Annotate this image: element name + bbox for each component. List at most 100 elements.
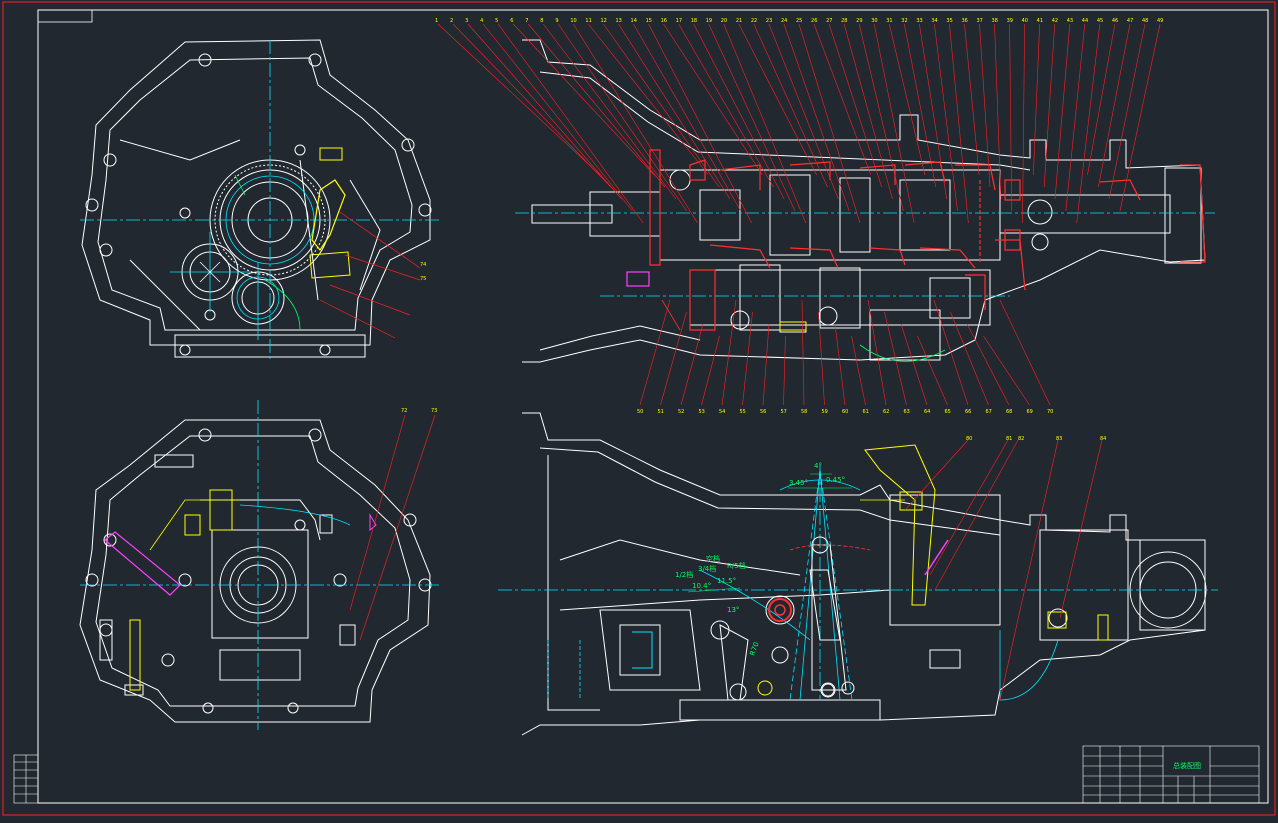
part-label-top: 45 [1097,18,1103,24]
leader-line-top [482,23,633,212]
part-label-bottom: 56 [760,409,766,415]
part-label-top: 22 [751,18,757,24]
part-label-bottom: 61 [863,409,869,415]
part-label-top: 39 [1007,18,1013,24]
part-label-top: 13 [616,18,622,24]
part-label-bottom: 52 [678,409,684,415]
part-label-bottom: 66 [965,409,971,415]
part-label-top: 37 [977,18,983,24]
part-label-top: 5 [495,18,498,24]
leader-line-top [738,23,817,176]
leader-line-top [919,23,947,200]
leader-line-top [437,23,601,176]
dim-gear-neutral: 空档 [706,554,720,563]
front-view-highlights [214,147,351,331]
section-view-centerlines [515,212,1215,297]
leader-line-bottom [900,323,928,406]
leader-line-bottom [917,335,948,406]
leader-line-top [467,23,622,200]
leader-line-top [949,23,969,224]
leader-line-top [1087,23,1116,176]
leader-line-top [813,23,872,176]
leader-line-bottom [783,335,786,406]
part-label-top: 2 [450,18,453,24]
part-label-top: 49 [1157,18,1163,24]
leader-line-top [452,23,612,188]
leader-line-top [528,23,666,188]
leader-line-bottom [933,299,969,406]
part-label-top: 10 [570,18,576,24]
part-label-top: 32 [901,18,907,24]
part-label-top: 3 [465,18,468,24]
leader-line-top [903,23,937,188]
part-label-top: 43 [1067,18,1073,24]
dim-angle-b: 11.5° [717,577,736,585]
part-label-top: 18 [691,18,697,24]
part-label-bottom: 53 [699,409,705,415]
leader-line-top [543,23,677,200]
part-label-side-view: 80 [966,436,972,442]
leader-line-top [648,23,752,224]
leader-line-bottom [701,335,720,406]
part-label-top: 40 [1022,18,1028,24]
part-label-bottom: 55 [740,409,746,415]
dim-gear-12: 1/2档 [675,570,693,579]
leader-line-bottom [742,311,753,406]
leader-line-bottom [867,299,887,406]
leader-line-top [588,23,709,176]
part-label-bottom: 58 [801,409,807,415]
part-label-73: 73 [431,408,437,414]
leader-line-top [768,23,839,200]
part-label-top: 25 [796,18,802,24]
rear-view-highlights [104,489,377,691]
section-view-top-leaders [437,23,1161,224]
part-label-top: 36 [961,18,967,24]
rear-view-centerlines [80,400,440,730]
part-label-top: 7 [525,18,528,24]
leader-line-top [708,23,796,212]
part-label-top: 16 [661,18,667,24]
part-label-bottom: 63 [904,409,910,415]
section-view-housing [522,39,1206,363]
part-label-bottom: 69 [1027,409,1033,415]
part-label-top: 15 [646,18,652,24]
leader-line-top [783,23,850,212]
side-view-centerlines [498,465,1218,701]
part-label-top: 29 [856,18,862,24]
dim-gear-r5: R/5档 [727,561,746,570]
leader-line-top [888,23,926,176]
leader-line-top [723,23,807,224]
part-label-top: 27 [826,18,832,24]
part-label-top: 33 [916,18,922,24]
leader-line-top [663,23,763,176]
dimension-lines [687,473,852,593]
leader-line-top [573,23,698,224]
part-label-side-view: 82 [1018,436,1024,442]
part-label-top: 42 [1052,18,1058,24]
title-block-text: 总装配图 [1173,761,1201,770]
leader-line-top [1065,23,1086,212]
leader-line-bottom [999,299,1051,406]
leader-line-top [798,23,861,224]
leader-line-top [873,23,915,224]
leader-line-top [1022,23,1025,224]
title-block [1082,745,1260,804]
leader-line-top [979,23,991,188]
part-label-bottom: 50 [637,409,643,415]
part-label-bottom: 67 [986,409,992,415]
part-label-top: 12 [600,18,606,24]
part-label-bottom: 70 [1047,409,1053,415]
leader-line-top [753,23,828,188]
part-label-top: 23 [766,18,772,24]
rear-view-labels: 72 73 74 75 [401,262,437,414]
leader-line-top [843,23,893,200]
leader-line-top [678,23,774,188]
drawing-title: 总装配图 [1173,761,1201,770]
part-label-top: 30 [871,18,877,24]
section-view-bottom-leaders [639,299,1051,406]
section-view-highlights [626,271,946,362]
part-label-top: 26 [811,18,817,24]
